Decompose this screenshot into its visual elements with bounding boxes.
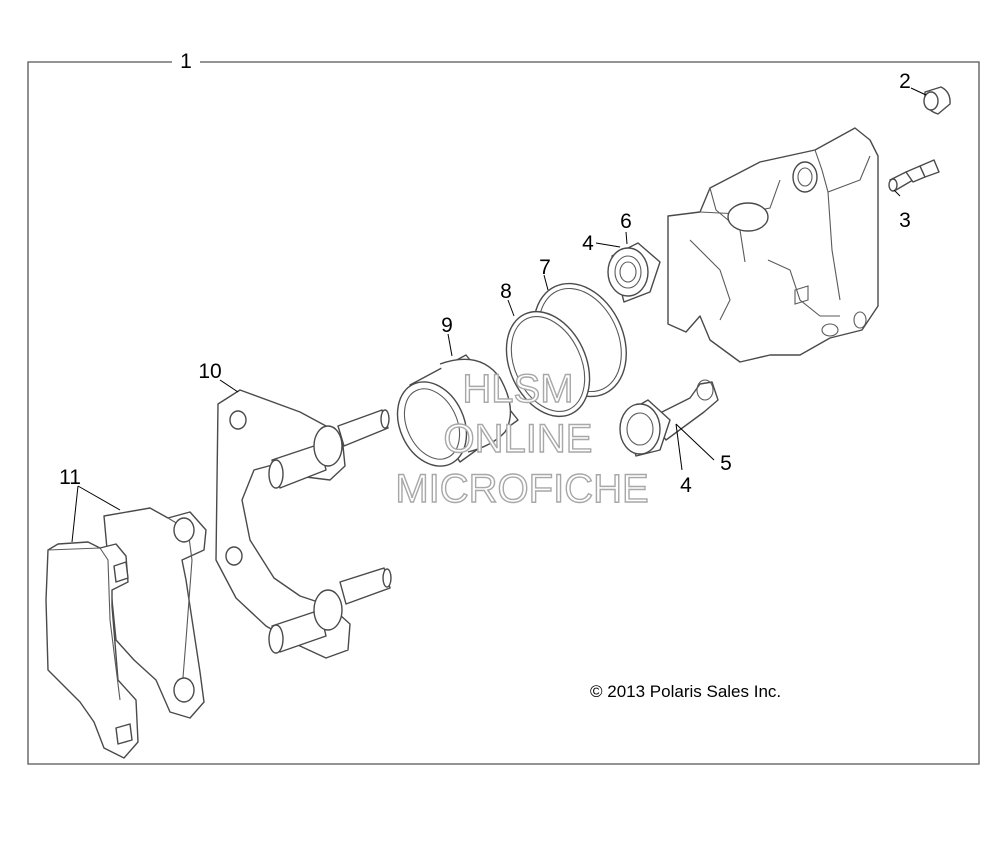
watermark: HLSM ONLINE MICROFICHE bbox=[395, 366, 650, 511]
callout-9: 9 bbox=[441, 314, 453, 337]
callout-8: 8 bbox=[500, 280, 512, 303]
part-caliper-housing bbox=[667, 127, 879, 363]
watermark-line-3: MICROFICHE bbox=[395, 467, 648, 511]
watermark-line-1: HLSM bbox=[462, 367, 573, 411]
callout-4-upper: 4 bbox=[582, 232, 594, 255]
callout-5: 5 bbox=[720, 452, 732, 475]
watermark-line-2: ONLINE bbox=[444, 417, 593, 461]
callout-7: 7 bbox=[539, 256, 551, 279]
part-seal-ring-small bbox=[505, 310, 591, 418]
assembly-frame bbox=[27, 61, 980, 765]
callout-4-lower: 4 bbox=[680, 474, 692, 497]
part-caliper-bracket bbox=[215, 389, 392, 659]
callout-10: 10 bbox=[198, 360, 221, 383]
callout-1: 1 bbox=[180, 50, 192, 73]
part-bushing-upper bbox=[607, 242, 661, 303]
part-piston bbox=[396, 354, 519, 467]
part-slide-pin bbox=[619, 379, 719, 457]
callout-11: 11 bbox=[59, 466, 81, 489]
leader-lines bbox=[71, 87, 927, 543]
callout-labels: 1 2 3 4 6 7 8 9 10 5 4 11 bbox=[59, 50, 911, 497]
callout-3: 3 bbox=[899, 209, 911, 232]
part-bleeder-screw bbox=[888, 159, 940, 192]
part-bleeder-cap bbox=[923, 86, 951, 115]
callout-2: 2 bbox=[899, 70, 911, 93]
callout-6: 6 bbox=[620, 210, 632, 233]
copyright-notice: © 2013 Polaris Sales Inc. bbox=[590, 682, 781, 701]
part-brake-pad-front bbox=[45, 541, 139, 759]
part-brake-pad-rear bbox=[103, 507, 207, 719]
